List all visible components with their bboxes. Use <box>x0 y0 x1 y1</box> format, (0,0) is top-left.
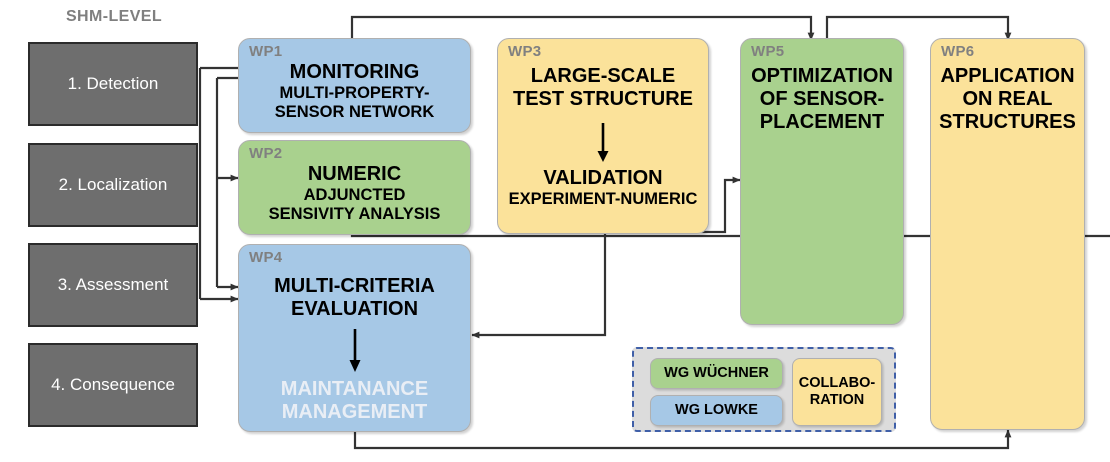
shm-level-label: 2. Localization <box>58 175 168 194</box>
wp2-tag: WP2 <box>249 145 283 162</box>
wp4-line-2: EVALUATION <box>290 298 419 321</box>
work-package-wp6[interactable]: WP6 APPLICATION ON REAL STRUCTURES <box>930 38 1085 430</box>
shm-level-label: 4. Consequence <box>51 375 175 394</box>
wp3-tag: WP3 <box>508 43 542 60</box>
wp3-line-3: VALIDATION <box>543 167 663 189</box>
work-package-wp3[interactable]: WP3 LARGE-SCALE TEST STRUCTURE VALIDATIO… <box>497 38 709 234</box>
shm-level-1-detection: 1. Detection <box>28 42 198 126</box>
shm-level-label: 3. Assessment <box>57 275 169 294</box>
wp4-internal-down-arrow-icon <box>349 329 360 372</box>
legend-chip-wg-wuechner[interactable]: WG WÜCHNER <box>650 358 783 389</box>
wp5-line-1: OPTIMIZATION <box>751 65 893 87</box>
legend-chip-collaboration[interactable]: COLLABO- RATION <box>792 358 882 426</box>
legend-chip-label: WG LOWKE <box>675 402 758 419</box>
wp1-line-1: MONITORING <box>289 61 420 83</box>
shm-level-title: SHM-LEVEL <box>65 8 163 25</box>
wp4-line-4: MANAGEMENT <box>281 401 428 424</box>
work-package-wp4[interactable]: WP4 MULTI-CRITERIA EVALUATION MAINTANANC… <box>238 244 471 432</box>
wp2-line-1: NUMERIC <box>307 163 402 185</box>
legend-chip-label: WG WÜCHNER <box>664 365 769 382</box>
legend-chip-wg-lowke[interactable]: WG LOWKE <box>650 395 783 426</box>
legend-chip-label-line2: RATION <box>809 392 865 408</box>
wp3-line-4: EXPERIMENT-NUMERIC <box>508 190 698 209</box>
wp1-line-2: MULTI-PROPERTY- <box>279 84 430 103</box>
wp1-tag: WP1 <box>249 43 283 60</box>
wp4-line-3: MAINTANANCE <box>280 378 429 400</box>
work-package-wp2[interactable]: WP2 NUMERIC ADJUNCTED SENSIVITY ANALYSIS <box>238 140 471 235</box>
legend-chip-label-line1: COLLABO- <box>798 375 876 392</box>
shm-level-label: 1. Detection <box>67 74 159 93</box>
wp2-line-2: ADJUNCTED <box>303 186 406 205</box>
wire-top-to-wp6 <box>825 15 1012 41</box>
wp6-line-2: ON REAL <box>962 88 1053 111</box>
work-package-wp1[interactable]: WP1 MONITORING MULTI-PROPERTY- SENSOR NE… <box>238 38 471 133</box>
wp3-internal-down-arrow-icon <box>597 123 609 162</box>
wp1-line-3: SENSOR NETWORK <box>274 103 435 122</box>
wp5-line-3: PLACEMENT <box>759 111 885 134</box>
wire-wp4-to-wp6 <box>353 429 1012 450</box>
wp5-line-2: OF SENSOR- <box>759 88 885 111</box>
wp3-line-1: LARGE-SCALE <box>530 65 676 87</box>
wp5-tag: WP5 <box>751 43 785 60</box>
wp4-tag: WP4 <box>249 249 283 266</box>
wp6-tag: WP6 <box>941 43 975 60</box>
wp3-line-2: TEST STRUCTURE <box>513 88 693 111</box>
wp4-line-1: MULTI-CRITERIA <box>274 275 435 297</box>
wire-wp3-to-wp4 <box>471 232 607 339</box>
wp2-line-3: SENSIVITY ANALYSIS <box>268 205 441 224</box>
shm-level-2-localization: 2. Localization <box>28 143 198 227</box>
wp6-line-1: APPLICATION <box>940 65 1075 87</box>
shm-level-3-assessment: 3. Assessment <box>28 243 198 327</box>
work-package-wp5[interactable]: WP5 OPTIMIZATION OF SENSOR- PLACEMENT <box>740 38 904 325</box>
wp6-line-3: STRUCTURES <box>939 111 1076 134</box>
shm-level-4-consequence: 4. Consequence <box>28 343 198 427</box>
legend-panel: WG WÜCHNER WG LOWKE COLLABO- RATION <box>632 347 896 432</box>
